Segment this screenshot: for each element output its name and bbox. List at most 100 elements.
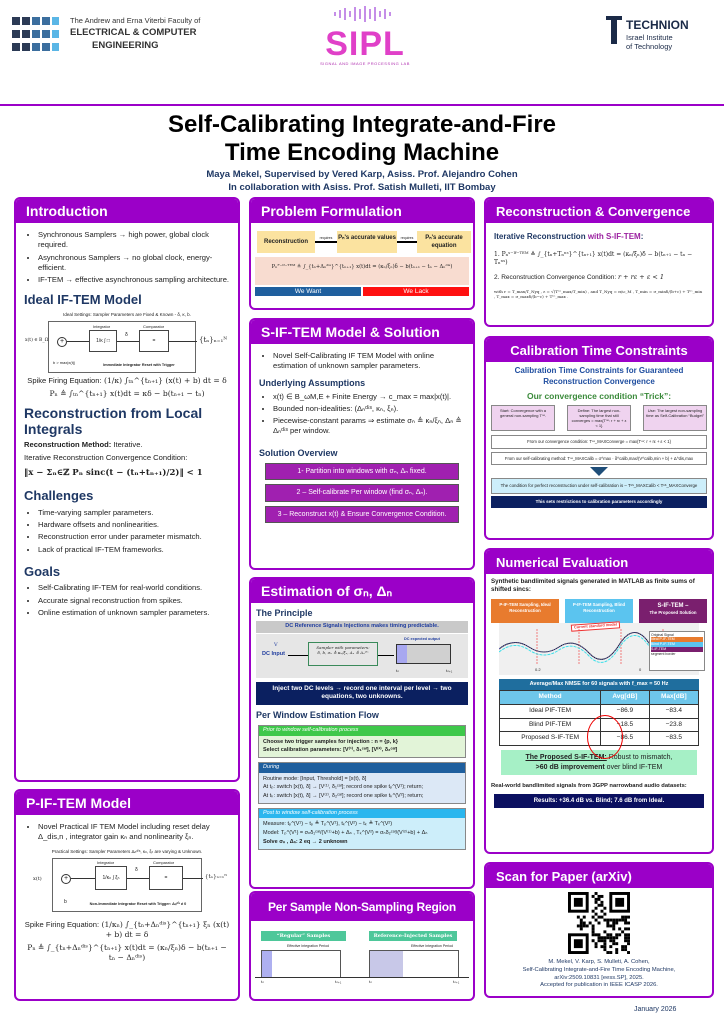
pn-equation: Pₙ ≜ ∫_{tₙ+Δₙᵈⁱˢ}^{tₙ₊₁} x(t)dt = (κₙ/ξₙ…: [27, 943, 227, 963]
list-item: Accurate signal reconstruction from spik…: [38, 596, 230, 606]
title-line-1: Self-Calibrating Integrate-and-Fire: [167, 111, 557, 138]
during-step-box: During Routine mode: [Input, Threshold] …: [258, 762, 466, 805]
technion-line3: of Technology: [626, 42, 673, 51]
panel-title: Numerical Evaluation: [486, 550, 712, 574]
proposed-category: S-IF-TEM –The Proposed Solution: [639, 598, 707, 623]
table-row: Blind PIF-TEM−18.5−23.8: [498, 717, 700, 733]
inject-banner: Inject two DC levels → record one interv…: [256, 681, 468, 706]
intro-list: Synchronous Samplers → high power, globa…: [24, 230, 230, 285]
effective-period-label: Effective Integration Period: [287, 944, 329, 948]
problem-formulation-panel: Problem Formulation Reconstruction requi…: [249, 197, 475, 310]
goals-list: Self-Calibrating IF-TEM for real-world c…: [24, 583, 230, 618]
problem-equation: Pₙᴾ⁻ᴵᶠ⁻ᵀᴱᴹ ≜ ∫_{tₙ+Δₙᵈⁱˢ}^{tₙ₊₁} x(t)dt …: [255, 257, 469, 285]
adder-icon: +: [61, 873, 71, 884]
header-divider: [0, 104, 724, 106]
list-item: Self-Calibrating IF-TEM for real-world c…: [38, 583, 230, 593]
dc-v-label: V: [274, 641, 278, 648]
recon-equation-2: 2. Reconstruction Convergence Condition:…: [494, 272, 665, 281]
list-item: Piecewise-constant params ⇒ estimate σₙ …: [273, 416, 465, 437]
solution-step: 1- Partition into windows with σₙ, Δₙ fi…: [265, 462, 459, 481]
we-want-bar: We Want: [255, 287, 361, 296]
trick-heading: Our convergence condition “Trick”:: [526, 390, 672, 401]
list-item: Reconstruction error under parameter mis…: [38, 532, 230, 542]
list-item: x(t) ∈ B_ωM,E + Finite Energy → c_max = …: [273, 392, 465, 402]
qr-code[interactable]: [568, 892, 630, 954]
condition-box: The condition for perfect reconstruction…: [491, 478, 707, 495]
faculty-logo-squares: [12, 17, 59, 51]
recon-condition-label: Iterative Reconstruction Convergence Con…: [24, 452, 188, 462]
integrator-block: 1/κₙ ∫ ξₙ: [95, 865, 127, 890]
injected-samples-label: Reference-Injected Samples: [369, 931, 457, 941]
calibration-footer: This sets restrictions to calibration pa…: [491, 496, 707, 509]
section-heading: Challenges: [24, 488, 94, 504]
list-item: Novel Practical IF TEM Model including r…: [38, 822, 230, 843]
faculty-dept-2: ENGINEERING: [92, 40, 159, 51]
ideal-category: P-IF-TEM Sampling, Ideal Reconstruction: [491, 598, 559, 623]
technion-logo: TECHNION Israel Institute of Technology: [605, 14, 715, 60]
diagram-output: {tₙ}ₙ₌₁ᴺ: [199, 335, 228, 344]
column-header: Method: [498, 690, 602, 705]
blind-category: P-IF-TEM Sampling, Blind Reconstruction: [565, 598, 633, 623]
authors: Maya Mekel, Supervised by Vered Karp, As…: [206, 169, 518, 180]
practical-iftem-diagram: x(t) + b 1/κₙ ∫ ξₙ Integrator = Comparat…: [33, 857, 227, 912]
technion-emblem-icon: [606, 16, 622, 44]
list-item: Asynchronous Samplers → no global clock,…: [38, 253, 230, 274]
plot-legend: Original Signal Ideal P-IF-TEM Blind P-I…: [649, 630, 705, 671]
blind-reconstruction-line: [499, 634, 699, 663]
reconstruction-convergence-panel: Reconstruction & Convergence Iterative R…: [484, 197, 714, 327]
comparator-label: Comparator: [153, 859, 175, 865]
non-sampling-panel: Per Sample Non-Sampling Region “Regular”…: [249, 891, 475, 1001]
diagram-bias: b: [64, 898, 67, 905]
post-step-box: Post to window self-calibration process …: [258, 808, 466, 850]
tn-label: tₙ: [369, 979, 372, 984]
scan-panel: Scan for Paper (arXiv) M. Mekel, V. Karp…: [484, 862, 714, 998]
legend-item: S-IF-TEM: [651, 646, 703, 652]
sif-tem-panel: S-IF-TEM Model & Solution Novel Self-Cal…: [249, 318, 475, 570]
integrator-block: 1/κ ∫ □: [89, 329, 117, 352]
comparator-label: Comparator: [143, 323, 165, 329]
we-lack-bar: We Lack: [363, 287, 469, 296]
table-row: Proposed S-IF-TEM−86.5−83.5: [498, 731, 700, 747]
converge-line: From our convergence condition: Tⁿˢ_MAXC…: [491, 435, 707, 449]
requires-arrow: requires: [397, 236, 417, 243]
list-item: Time-varying sampler parameters.: [38, 508, 230, 518]
start-card: Start: Convergence with a general non-sa…: [491, 405, 555, 432]
define-card: Define: The largest non-sampling time th…: [567, 405, 631, 432]
column-header: Avg[dB]: [600, 690, 650, 705]
column-header: Max[dB]: [648, 690, 700, 705]
panel-title: P-IF-TEM Model: [16, 791, 238, 815]
challenges-list: Time-varying sampler parameters. Hardwar…: [24, 508, 230, 555]
section-heading: Goals: [24, 563, 61, 579]
poster-date: January 2026: [634, 1006, 677, 1013]
dc-injection-diagram: V DC Input Sampler with parameters:δ, b,…: [256, 633, 468, 678]
recon-condition-equation: ‖x − Σₙ∈ℤ Pₙ sinc(t − (tₙ+tₙ₊₁)/2)‖ < 1: [24, 467, 203, 478]
section-heading: Per Window Estimation Flow: [256, 710, 379, 721]
spike-firing-equation: Spike Firing Equation: (1/κₙ) ∫_{tₙ+Δₙᵈⁱ…: [24, 919, 230, 939]
tn-label: tₙ: [261, 979, 264, 984]
legend-item: segment border: [651, 651, 676, 656]
list-item: Novel Self-Calibrating IF TEM Model with…: [273, 351, 465, 372]
reset-label: Non-Immediate Integrator Reset with Trig…: [89, 901, 187, 906]
list-item: IF-TEM → effective asynchronous sampling…: [38, 275, 230, 285]
collaboration: In collaboration with Asiss. Prof. Satis…: [228, 182, 496, 193]
proposed-highlight: The Proposed S-IF-TEM: Robust to mismatc…: [501, 750, 697, 776]
tn1-label: tₙ₊₁: [335, 979, 342, 984]
equation-box: Pₙ's accurate equation: [417, 231, 471, 253]
solution-step: 2 – Self-calibrate Per window (find σₙ, …: [265, 484, 459, 502]
effective-period-label: Effective Integration Period: [411, 944, 453, 948]
regular-timeline: [261, 950, 341, 977]
tn-label: tₙ: [396, 667, 399, 673]
panel-title: Introduction: [16, 199, 238, 223]
use-card: Use: The largest non-sampling time as Se…: [643, 405, 707, 432]
recon-definitions: with r = T_max/T_Nyq , ε = √(Tⁿˢ_max/T_m…: [494, 288, 703, 300]
adder-icon: +: [57, 336, 67, 347]
pif-tem-panel: P-IF-TEM Model Novel Practical IF TEM Mo…: [14, 789, 240, 1001]
reconstruction-box: Reconstruction: [257, 231, 315, 253]
section-heading: The Principle: [256, 608, 313, 618]
table-row: Ideal PIF-TEM−86.9−83.4: [498, 703, 700, 719]
threshold-label: δ: [135, 866, 138, 873]
dc-input-label: DC Input: [262, 650, 285, 657]
sipl-subtitle: SIGNAL AND IMAGE PROCESSING LAB: [320, 61, 410, 66]
section-heading: Solution Overview: [259, 447, 338, 458]
